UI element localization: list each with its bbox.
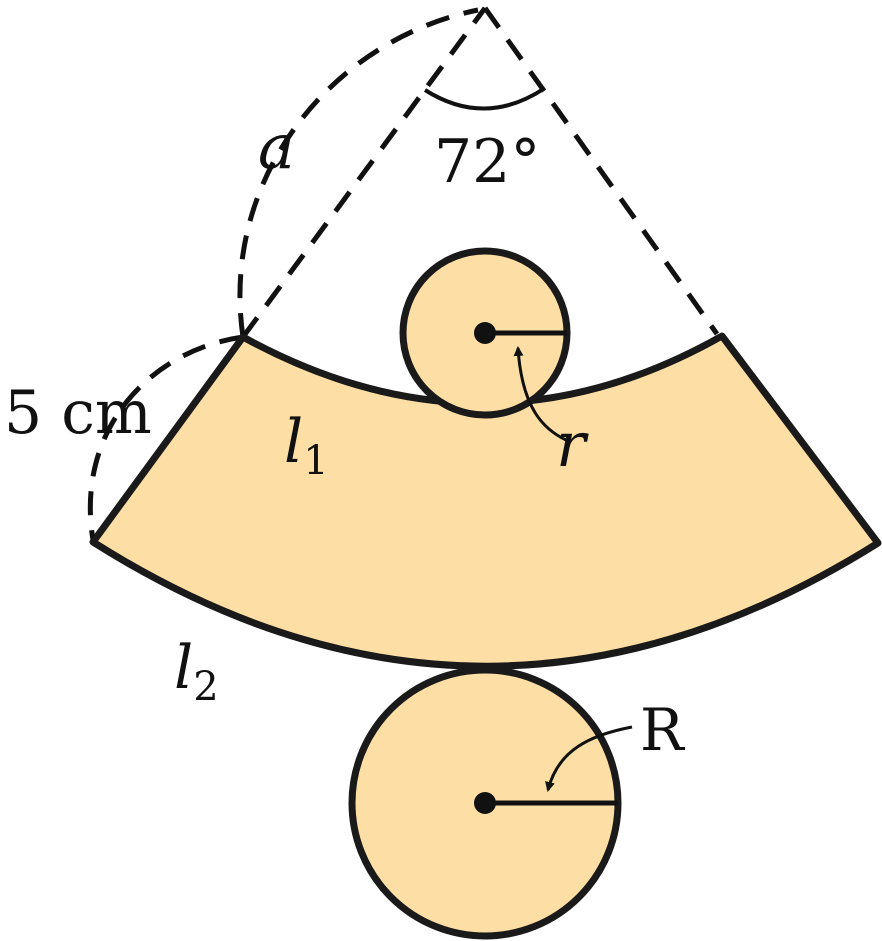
outer-arc-label: l2 bbox=[174, 633, 219, 710]
small-center-dot bbox=[474, 322, 496, 344]
small-radius-pointer bbox=[513, 346, 567, 442]
inner-arc-label: l1 bbox=[284, 407, 329, 484]
cone-left-extension bbox=[240, 6, 488, 339]
outer-arc-subscript: 2 bbox=[193, 664, 218, 710]
inner-arc-letter: l bbox=[284, 407, 303, 477]
large-radius-pointer bbox=[545, 725, 633, 792]
cone-right-extension bbox=[482, 6, 720, 336]
annular-sector bbox=[89, 332, 882, 670]
frustum-slant-label: 5 cm bbox=[4, 378, 152, 448]
slant-height-label: a bbox=[258, 110, 295, 183]
large-center-dot bbox=[474, 792, 496, 814]
frustum-slant-brace bbox=[87, 334, 244, 541]
large-radius-label: R bbox=[640, 696, 686, 764]
angle-label: 72° bbox=[434, 127, 540, 197]
outer-arc-letter: l bbox=[174, 633, 193, 703]
inner-arc-subscript: 1 bbox=[303, 438, 328, 484]
apex-angle-arc bbox=[423, 86, 547, 111]
small-radius-label: r bbox=[556, 408, 589, 481]
